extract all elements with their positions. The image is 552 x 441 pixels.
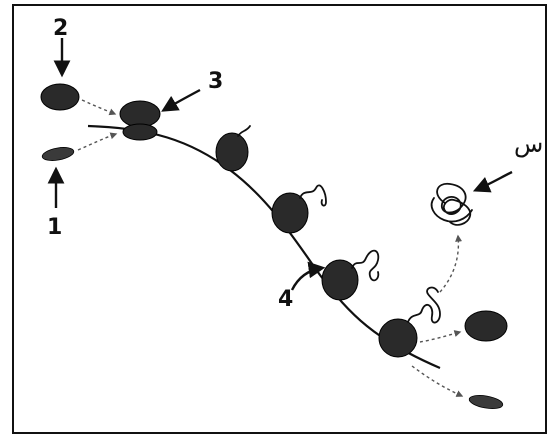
released-protein bbox=[430, 183, 473, 226]
label-s: س bbox=[514, 130, 543, 158]
release-path-large bbox=[419, 330, 462, 343]
ribosome-2 bbox=[215, 125, 251, 172]
ribosome-4 bbox=[321, 249, 380, 301]
label-1: 1 bbox=[47, 215, 62, 240]
large-subunit-released bbox=[464, 310, 508, 342]
small-subunit-free bbox=[41, 147, 75, 161]
release-path-protein bbox=[439, 234, 463, 293]
arrow-label-4 bbox=[290, 261, 326, 291]
label-2: 2 bbox=[53, 16, 68, 41]
arrow-label-3 bbox=[161, 88, 201, 112]
label-3: 3 bbox=[208, 69, 223, 94]
assembly-path-large bbox=[81, 99, 117, 116]
arrow-label-s bbox=[472, 170, 513, 193]
assembly-path-small bbox=[77, 132, 118, 151]
label-4: 4 bbox=[278, 287, 293, 312]
release-path-small bbox=[411, 365, 464, 397]
ribosome-3 bbox=[271, 184, 327, 234]
diagram-frame bbox=[12, 4, 547, 434]
ribosome-5 bbox=[378, 286, 441, 358]
ribosome-1 bbox=[119, 100, 161, 141]
large-subunit-free bbox=[40, 83, 80, 111]
small-subunit-released bbox=[468, 394, 504, 410]
